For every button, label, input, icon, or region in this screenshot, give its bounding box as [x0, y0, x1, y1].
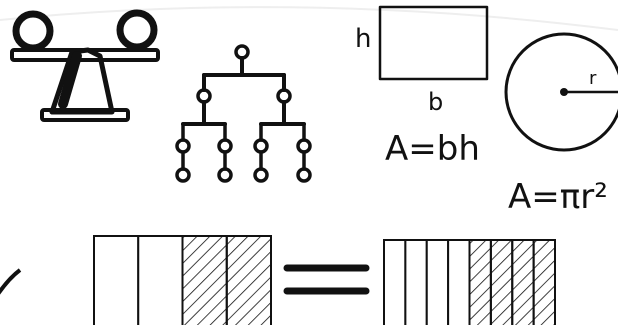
rectangle-base-label: b	[428, 88, 443, 116]
circle-shape	[504, 32, 618, 152]
unshaded-fraction-part	[425, 239, 450, 325]
circle-radius-label: r	[589, 68, 597, 89]
shaded-fraction-part	[489, 239, 514, 325]
balance-scale-icon	[10, 9, 160, 122]
shaded-fraction-part	[532, 239, 556, 325]
corner-arc	[0, 268, 22, 295]
rectangle-area-figure: h b A=bh	[355, 5, 489, 169]
fraction-bar-left	[93, 235, 272, 325]
unshaded-fraction-part	[93, 235, 140, 325]
unshaded-fraction-part	[137, 235, 184, 325]
rectangle-area-formula: A=bh	[385, 129, 480, 169]
shaded-fraction-part	[225, 235, 272, 325]
rectangle-height-label: h	[355, 24, 371, 54]
shaded-fraction-part	[468, 239, 492, 325]
equals-sign	[283, 264, 370, 295]
rectangle-shape	[378, 5, 489, 81]
circle-area-figure: r A=πr²	[504, 32, 618, 217]
tree-diagram-icon	[175, 44, 312, 183]
background-arc	[0, 6, 618, 31]
fraction-bar-right	[383, 239, 556, 325]
unshaded-fraction-part	[404, 239, 428, 325]
shaded-fraction-part	[511, 239, 535, 325]
circle-area-formula: A=πr²	[508, 177, 608, 217]
shaded-fraction-part	[181, 235, 228, 325]
unshaded-fraction-part	[383, 239, 407, 325]
unshaded-fraction-part	[447, 239, 471, 325]
